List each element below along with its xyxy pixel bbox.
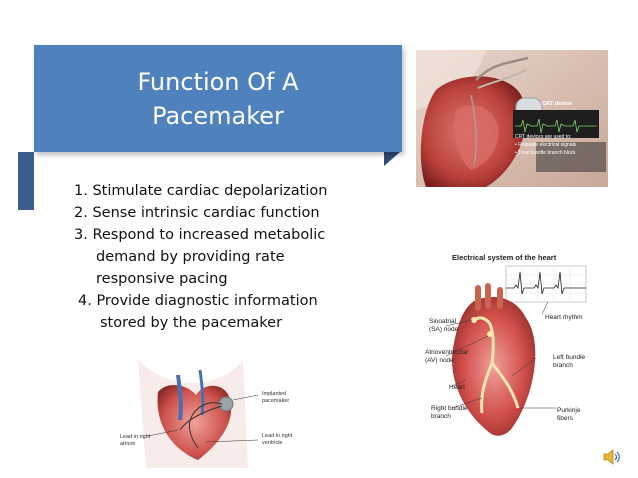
bullet-item: 1. Stimulate cardiac depolarization (74, 183, 328, 199)
electrical-system-title: Electrical system of the heart (452, 253, 557, 262)
crt-device-label: CRT device (542, 101, 572, 107)
pacemaker-illustration (138, 360, 259, 468)
crt-caption: CRT devices are used to: • Regulate elec… (515, 133, 605, 157)
bullet-item: 3. Respond to increased metabolic demand… (74, 227, 326, 287)
implanted-pacemaker-image (118, 360, 298, 468)
bullet-item: 2. Sense intrinsic cardiac function (74, 205, 320, 221)
speaker-icon[interactable] (602, 448, 622, 466)
heart-rhythm-label: Heart rhythm (545, 314, 583, 321)
crt-device-image (416, 50, 608, 187)
purkinje-label: Purkinje fibers (557, 407, 581, 422)
crt-illustration (416, 50, 608, 187)
ribbon-fold-right (384, 152, 400, 166)
av-node-label: Atrioventricular (AV) node (425, 349, 469, 364)
title-banner: Function Of A Pacemaker (34, 45, 402, 152)
sa-node-label: Sinoatrial (SA) node (429, 318, 459, 333)
implanted-pacemaker-label: Implanted pacemaker (262, 391, 290, 404)
lead-right-atrium-label: Lead in right atrium (120, 434, 151, 447)
crt-caption-item: • Regulate electrical signals (515, 142, 577, 148)
crt-caption-item: • Treat bundle branch block (515, 150, 576, 156)
bullet-list: 1. Stimulate cardiac depolarization 2. S… (74, 180, 364, 334)
heart-label: Heart (449, 384, 465, 391)
ribbon-fold-left (18, 152, 34, 210)
left-bundle-label: Left bundle branch (553, 354, 586, 369)
right-bundle-label: Right bundle branch (431, 405, 468, 420)
bullet-item: 4. Provide diagnostic information stored… (78, 293, 318, 331)
slide-title: Function Of A Pacemaker (137, 67, 299, 130)
electrical-system-image (416, 248, 592, 444)
heart-electrical-illustration (445, 265, 587, 436)
crt-caption-title: CRT devices are used to: (515, 134, 572, 140)
lead-right-ventricle-label: Lead in right ventricle (262, 433, 293, 446)
